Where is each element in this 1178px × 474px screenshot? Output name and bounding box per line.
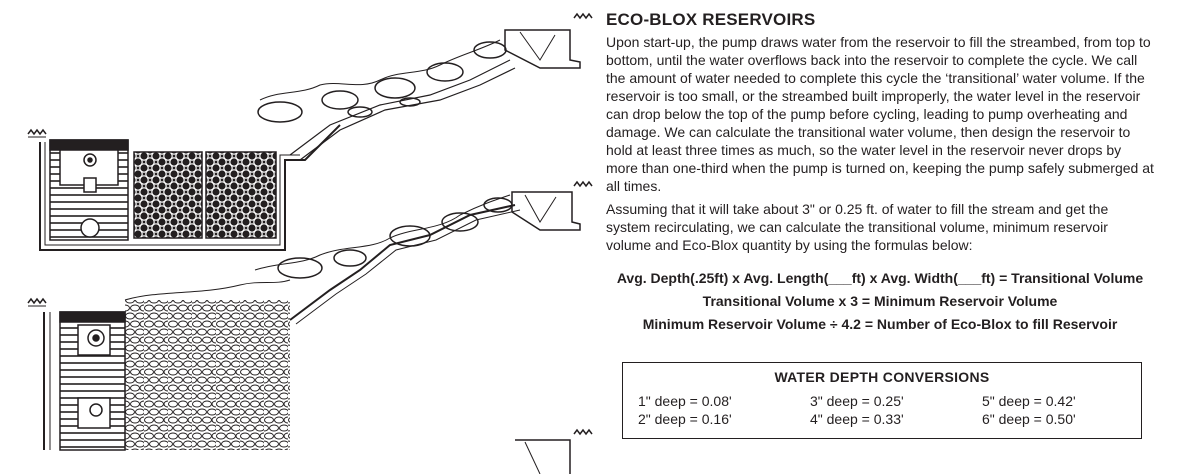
formula-transitional-volume: Avg. Depth(.25ft) x Avg. Length(___ft) x… <box>616 270 1144 286</box>
text-column: ECO-BLOX RESERVOIRS Upon start-up, the p… <box>606 10 1154 336</box>
conversions-grid: 1" deep = 0.08' 3" deep = 0.25' 5" deep … <box>638 393 1131 427</box>
formula-list: Avg. Depth(.25ft) x Avg. Length(___ft) x… <box>606 267 1154 336</box>
formula-minimum-reservoir: Transitional Volume x 3 = Minimum Reserv… <box>702 293 1058 309</box>
reservoir-illustration <box>27 12 593 474</box>
intro-paragraph: Upon start-up, the pump draws water from… <box>606 34 1154 194</box>
conversion-item: 4" deep = 0.33' <box>810 411 904 427</box>
formula-eco-blox-count: Minimum Reservoir Volume ÷ 4.2 = Number … <box>642 316 1118 332</box>
conversions-title: WATER DEPTH CONVERSIONS <box>774 369 990 385</box>
conversion-item: 2" deep = 0.16' <box>638 411 732 427</box>
conversion-item: 6" deep = 0.50' <box>982 411 1076 427</box>
water-depth-conversions-table: WATER DEPTH CONVERSIONS 1" deep = 0.08' … <box>622 362 1142 439</box>
gravel-reservoir-figure <box>27 180 593 474</box>
assumption-paragraph: Assuming that it will take about 3" or 0… <box>606 201 1109 253</box>
section-title: ECO-BLOX RESERVOIRS <box>606 10 816 29</box>
conversion-item: 5" deep = 0.42' <box>982 393 1076 409</box>
eco-blox-reservoir-figure <box>27 12 593 251</box>
conversion-item: 1" deep = 0.08' <box>638 393 732 409</box>
conversion-item: 3" deep = 0.25' <box>810 393 904 409</box>
